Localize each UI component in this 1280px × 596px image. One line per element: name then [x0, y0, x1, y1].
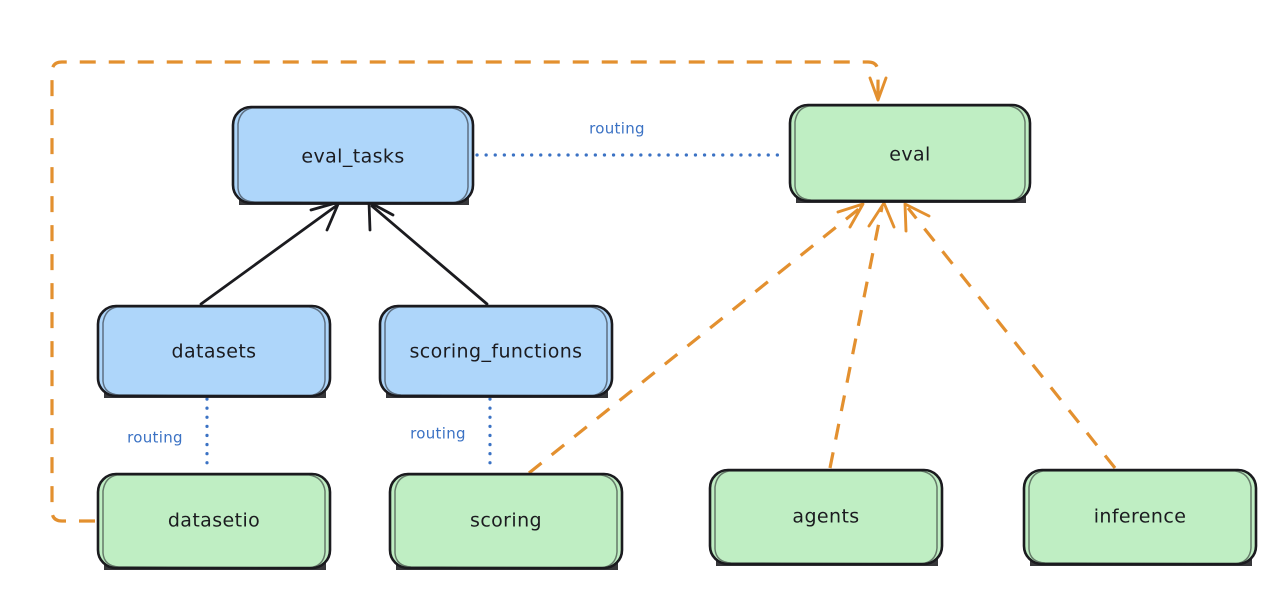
solid-edges — [199, 200, 489, 306]
node-eval_tasks[interactable]: eval_tasks — [231, 105, 475, 205]
edge-datasetio-eval[interactable] — [50, 60, 888, 523]
dependency-edges — [50, 60, 1117, 523]
edge-datasets-eval_tasks[interactable] — [199, 200, 341, 306]
node-scoring[interactable]: scoring — [388, 472, 624, 570]
node-label-scoring_functions: scoring_functions — [410, 341, 583, 363]
edge-label-routing-eval: routing — [589, 120, 645, 138]
edge-labels: routing routing routing — [127, 120, 645, 447]
node-agents[interactable]: agents — [708, 468, 944, 566]
edge-agents-eval[interactable] — [828, 201, 896, 469]
node-label-datasetio: datasetio — [168, 510, 260, 532]
node-label-datasets: datasets — [172, 341, 257, 363]
node-label-inference: inference — [1094, 506, 1187, 528]
node-inference[interactable]: inference — [1022, 468, 1258, 566]
node-label-scoring: scoring — [470, 510, 542, 532]
edge-label-routing-scoring: routing — [410, 425, 466, 443]
routing-edges — [205, 153, 788, 473]
edge-scoring-eval[interactable] — [528, 202, 865, 475]
node-label-eval: eval — [889, 144, 930, 166]
edge-inference-eval[interactable] — [903, 202, 1117, 469]
nodes: eval_tasks eval datasets scor — [96, 103, 1258, 570]
node-datasets[interactable]: datasets — [96, 304, 332, 398]
edge-scoring_functions-eval_tasks[interactable] — [367, 200, 489, 306]
node-eval[interactable]: eval — [788, 103, 1032, 203]
edge-label-routing-datasetio: routing — [127, 429, 183, 447]
node-label-eval_tasks: eval_tasks — [301, 146, 404, 168]
node-scoring_functions[interactable]: scoring_functions — [378, 304, 614, 398]
node-label-agents: agents — [792, 506, 859, 528]
node-datasetio[interactable]: datasetio — [96, 472, 332, 570]
